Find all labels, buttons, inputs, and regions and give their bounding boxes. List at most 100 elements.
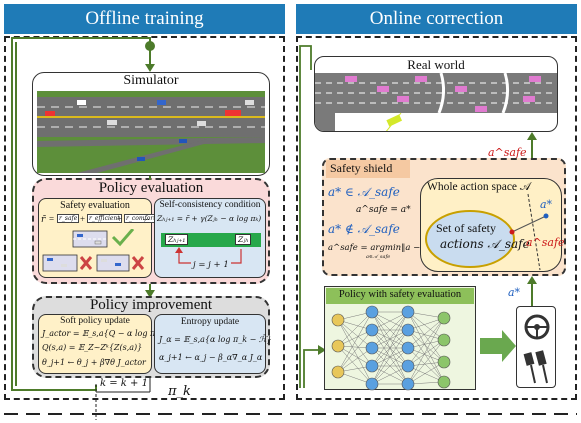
safety-shield-title: Safety shield: [330, 161, 393, 175]
nn-edge: [407, 317, 445, 331]
nn-edge: [371, 311, 409, 331]
nn-edge: [407, 311, 445, 363]
nn-edge: [407, 311, 445, 383]
nn-node: [401, 323, 415, 337]
nn-edge: [407, 317, 445, 349]
nn-edge: [337, 319, 373, 349]
entropy-eq-1: J_α = 𝔼_s,a{α log π_k − ℋ̃}: [159, 335, 272, 344]
k-update-label: k = k + 1: [100, 378, 148, 389]
nn-edge: [337, 345, 373, 367]
reward-eq: =: [49, 214, 55, 224]
simulator-box: Simulator: [32, 72, 270, 176]
vehicle-control-box: [516, 306, 556, 388]
shield-res-1: a^safe = a*: [356, 205, 411, 215]
nn-node: [437, 311, 451, 325]
nn-edge: [337, 345, 373, 385]
nn-edge: [407, 317, 445, 385]
nn-node: [365, 359, 379, 373]
whole-action-space-title: Whole action space 𝒜: [427, 181, 531, 193]
nn-edge: [407, 347, 445, 363]
simulator-road-image: [37, 91, 265, 173]
policy-improvement-title: Policy improvement: [89, 297, 213, 313]
nn-node: [401, 359, 415, 373]
online-frame: [296, 36, 577, 400]
z-left-label: Zₕⱼ₊₁: [165, 234, 189, 245]
nn-edge: [337, 329, 373, 373]
nn-node: [365, 305, 379, 319]
nn-edge: [407, 365, 445, 383]
real-world-label: Real world: [407, 57, 465, 72]
nn-edge: [337, 311, 373, 347]
soft-policy-update-box: Soft policy update J_actor = 𝔼_s,a{Q − α…: [38, 314, 169, 374]
policy-network-title: Policy with safety evaluation: [338, 289, 462, 300]
a-star-out-label: a*: [508, 286, 521, 299]
reward-efficient: r_efficient: [87, 214, 122, 223]
entropy-update-title: Entropy update: [180, 317, 240, 327]
soft-policy-update-title: Soft policy update: [60, 316, 130, 326]
nn-node: [331, 313, 345, 327]
self-consistency-box: Self-consistency condition Zₕⱼ₊₁ = r̃ + …: [154, 198, 266, 278]
pedals-icon: [523, 350, 548, 384]
nn-edge: [371, 347, 409, 385]
steering-wheel-icon: [524, 314, 550, 340]
cross-icon-2: [131, 256, 145, 270]
reward-ellipsis: ...: [143, 212, 150, 222]
entropy-eq-2: α_j+1 ← α_j − β_α∇_α J_α: [159, 353, 263, 362]
nn-edge: [407, 339, 445, 367]
policy-evaluation-title: Policy evaluation: [98, 180, 204, 196]
online-title: Online correction: [296, 4, 577, 34]
simulator-label: Simulator: [123, 73, 179, 88]
self-consistency-equation: Zₕⱼ₊₁ = r̃ + γ(Zⱼₕ − α log πₖ): [157, 214, 262, 223]
nn-node: [365, 377, 379, 391]
soft-eq-3: θ_j+1 ← θ_j + β∇θ J_actor: [42, 358, 146, 367]
nn-edge: [337, 319, 373, 367]
nn-node: [401, 341, 415, 355]
safety-scenario-icons: [42, 229, 145, 272]
nn-node: [437, 355, 451, 369]
nn-node: [331, 365, 345, 379]
reward-plus-1: +: [80, 214, 86, 224]
nn-edge: [337, 319, 373, 385]
safe-set-line-1: Set of safety: [436, 221, 496, 235]
cross-icon-1: [79, 256, 93, 270]
action-a-star-label: a*: [540, 198, 553, 211]
z-right-label: Zⱼₕ: [235, 234, 252, 245]
nn-node: [401, 305, 415, 319]
offline-title: Offline training: [4, 4, 285, 34]
policy-network-title-box: Policy with safety evaluation: [326, 288, 474, 304]
safety-evaluation-title: Safety evaluation: [60, 200, 130, 211]
nn-edge: [407, 311, 445, 341]
shield-res-2: a^safe = argmin‖a − a*‖: [328, 243, 437, 253]
real-world-road-image: [315, 72, 557, 131]
a-safe-top-label: a^safe: [488, 146, 527, 159]
nn-node: [437, 375, 451, 389]
soft-eq-1: J_actor = 𝔼_s,a{Q − α log π_k}: [42, 329, 170, 338]
real-world-box: Real world: [314, 56, 558, 132]
a-safe-point: [509, 229, 515, 235]
safety-shield-title-box: Safety shield: [326, 160, 410, 178]
nn-edge: [407, 361, 445, 385]
j-update-label: j = j + 1: [191, 260, 231, 270]
nn-node: [401, 377, 415, 391]
nn-edge: [371, 311, 409, 385]
entropy-update-box: Entropy update J_α = 𝔼_s,a{α log π_k − ℋ…: [154, 314, 272, 374]
nn-edge: [407, 339, 445, 385]
nn-node: [365, 341, 379, 355]
shield-cond-2: a* ∉ 𝒜_safe: [328, 222, 400, 236]
nn-edge: [371, 311, 409, 367]
pi-k-label: π_k: [168, 384, 191, 399]
nn-edge: [407, 329, 445, 363]
nn-edge: [371, 365, 409, 385]
shield-cond-1: a* ∈ 𝒜_safe: [328, 185, 400, 199]
nn-edge: [337, 311, 373, 373]
safe-set-ellipse: [425, 210, 515, 268]
self-consistency-title: Self-consistency condition: [159, 200, 261, 210]
shield-res-2-sub: a∈𝒜_safe: [366, 254, 391, 260]
junction-dot: [145, 41, 155, 51]
